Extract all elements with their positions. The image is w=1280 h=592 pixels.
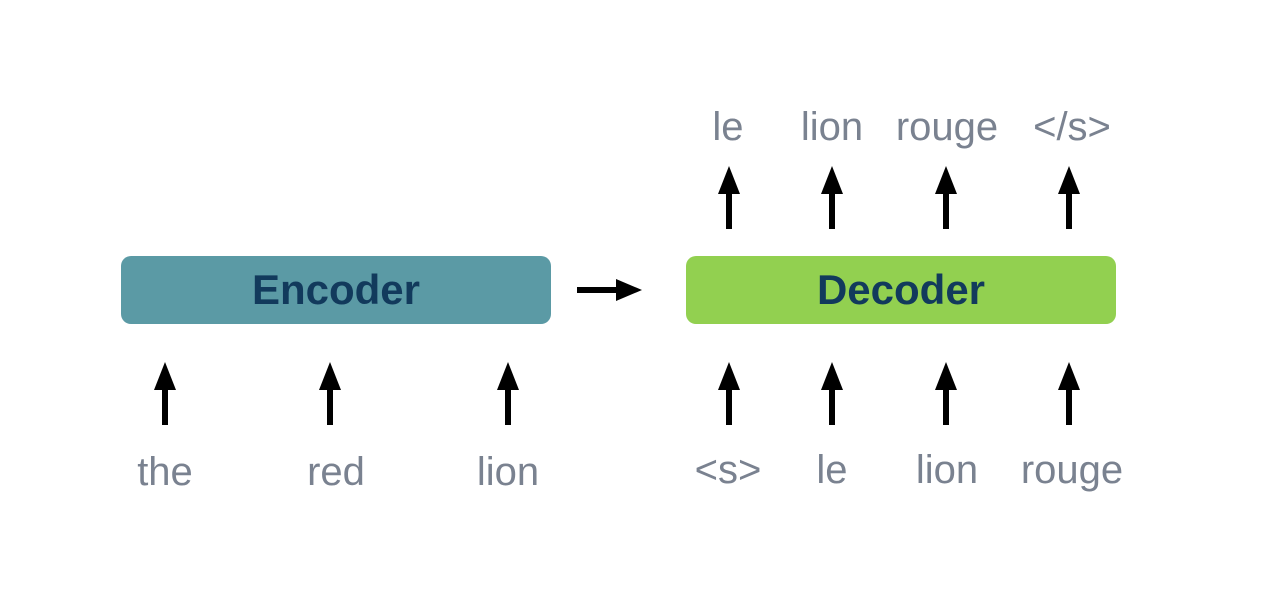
encoder-label: Encoder — [251, 266, 421, 313]
decoder-input-arrow-4 — [1058, 362, 1080, 425]
encoder-input-arrow-1 — [154, 362, 176, 425]
decoder-input-token: rouge — [1020, 448, 1124, 492]
encoder-input-token: the — [137, 450, 193, 494]
decoder-label: Decoder — [816, 266, 986, 313]
encoder-input-arrow-3 — [497, 362, 519, 425]
encoder-to-decoder-arrow — [577, 279, 642, 301]
encoder-input-arrow-2 — [319, 362, 341, 425]
decoder-output-arrow-4 — [1058, 166, 1080, 229]
decoder-input-arrow-2 — [821, 362, 843, 425]
decoder-output-token: </s> — [1033, 105, 1111, 149]
decoder-output-token: rouge — [895, 105, 999, 149]
decoder-output-token: le — [712, 105, 744, 149]
encoder-block: Encoder — [121, 256, 551, 324]
decoder-input-token: lion — [915, 448, 979, 492]
decoder-output-arrow-1 — [718, 166, 740, 229]
decoder-input-token: <s> — [694, 448, 762, 492]
encoder-input-token: lion — [476, 450, 540, 494]
decoder-output-token: lion — [800, 105, 864, 149]
decoder-input-token: le — [816, 448, 848, 492]
decoder-input-arrow-3 — [935, 362, 957, 425]
decoder-block: Decoder — [686, 256, 1116, 324]
decoder-output-arrow-2 — [821, 166, 843, 229]
decoder-input-arrow-1 — [718, 362, 740, 425]
decoder-output-arrow-3 — [935, 166, 957, 229]
encoder-input-token: red — [307, 450, 365, 494]
